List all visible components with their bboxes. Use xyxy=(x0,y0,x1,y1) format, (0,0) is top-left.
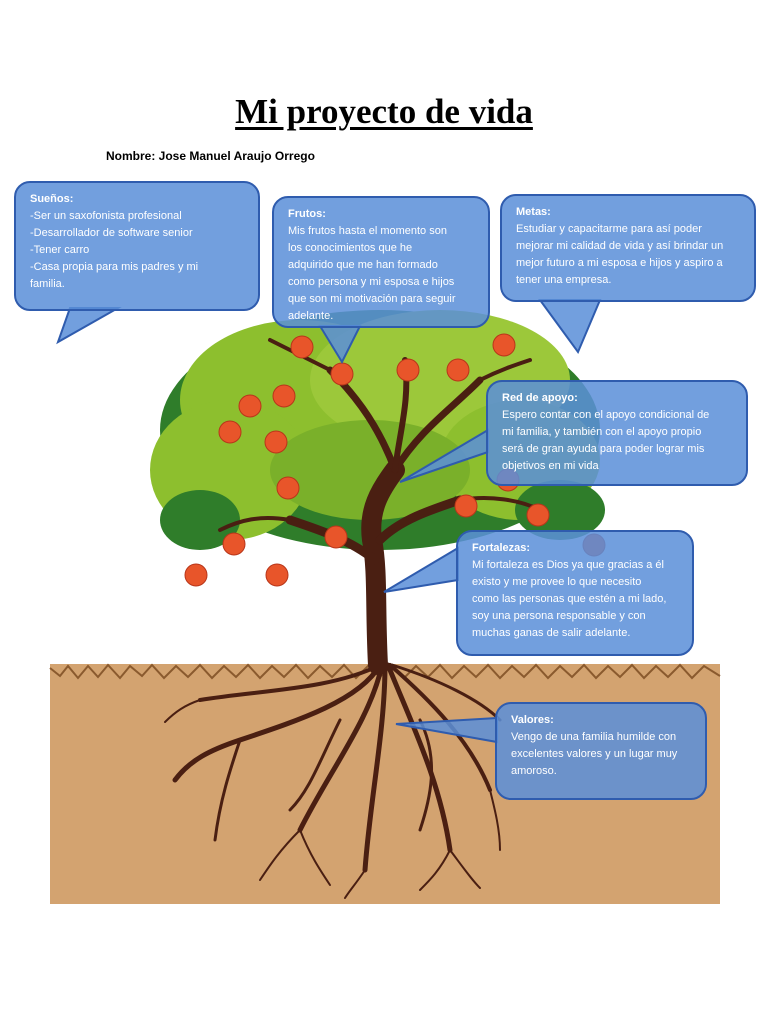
frutos-line: como persona y mi esposa e hijos xyxy=(288,276,455,288)
student-name: Nombre: Jose Manuel Araujo Orrego xyxy=(106,149,315,163)
metas-heading: Metas: xyxy=(516,206,551,218)
frutos-heading: Frutos: xyxy=(288,208,326,220)
tree-roots xyxy=(164,662,502,899)
fortalezas-heading: Fortalezas: xyxy=(472,542,531,554)
red-line: será de gran ayuda para poder lograr mis xyxy=(502,443,705,455)
fortalezas-line: como las personas que estén a mi lado, xyxy=(472,593,667,605)
frutos-line: Mis frutos hasta el momento son xyxy=(288,225,447,237)
valores-heading: Valores: xyxy=(511,714,554,726)
red-line: Espero contar con el apoyo condicional d… xyxy=(502,409,710,421)
suenos-heading: Sueños: xyxy=(30,193,74,205)
suenos-line: familia. xyxy=(30,278,65,290)
frutos-line: adquirido que me han formado xyxy=(288,259,438,271)
fortalezas-line: muchas ganas de salir adelante. xyxy=(472,627,631,639)
suenos-line: -Desarrollador de software senior xyxy=(30,227,193,239)
red-heading: Red de apoyo: xyxy=(502,392,578,404)
red-line: mi familia, y también con el apoyo propi… xyxy=(502,426,702,438)
fortalezas-line: existo y me provee lo que necesito xyxy=(472,576,642,588)
frutos-line: adelante. xyxy=(288,310,334,322)
fortalezas-bubble: Fortalezas: Mi fortaleza es Dios ya que … xyxy=(456,530,694,656)
valores-line: Vengo de una familia humilde con xyxy=(511,731,677,743)
fortalezas-line: soy una persona responsable y con xyxy=(472,610,646,622)
page-title: Mi proyecto de vida xyxy=(235,92,533,131)
metas-line: mejorar mi calidad de vida y así brindar… xyxy=(516,240,724,252)
suenos-line: -Tener carro xyxy=(30,244,90,256)
frutos-line: los conocimientos que he xyxy=(288,242,413,254)
metas-line: tener una empresa. xyxy=(516,274,612,286)
fortalezas-line: Mi fortaleza es Dios ya que gracias a él xyxy=(472,559,664,571)
red-de-apoyo-bubble: Red de apoyo: Espero contar con el apoyo… xyxy=(486,380,748,486)
valores-bubble: Valores: Vengo de una familia humilde co… xyxy=(495,702,707,800)
valores-line: amoroso. xyxy=(511,765,557,777)
suenos-bubble: Sueños: -Ser un saxofonista profesional … xyxy=(14,181,260,311)
metas-line: mejor futuro a mi esposa e hijos y aspir… xyxy=(516,257,723,269)
frutos-line: que son mi motivación para seguir xyxy=(288,293,456,305)
metas-bubble: Metas: Estudiar y capacitarme para así p… xyxy=(500,194,756,302)
frutos-bubble: Frutos: Mis frutos hasta el momento son … xyxy=(272,196,490,328)
suenos-line: -Ser un saxofonista profesional xyxy=(30,210,182,222)
metas-line: Estudiar y capacitarme para así poder xyxy=(516,223,702,235)
valores-line: excelentes valores y un lugar muy xyxy=(511,748,678,760)
red-line: objetivos en mi vida xyxy=(502,460,599,472)
bubble-tails xyxy=(56,299,602,744)
suenos-line: -Casa propia para mis padres y mi xyxy=(30,261,199,273)
